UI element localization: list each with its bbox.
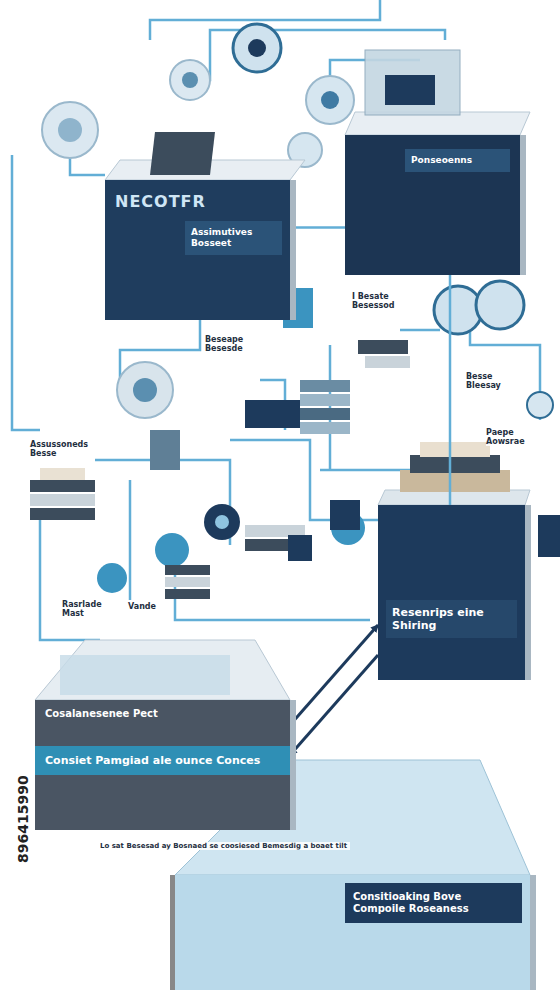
callout-text: I Besate Besessod bbox=[352, 292, 424, 310]
callout-text: Besse Bleesay bbox=[466, 372, 528, 390]
node-title: Consitioaking Bove Compoile Roseaness bbox=[345, 883, 522, 923]
base-slab: Consitioaking Bove Compoile Roseaness bbox=[175, 875, 530, 990]
watermark-number: 896415990 bbox=[15, 793, 31, 863]
callout-text: Lo sat Besesad ay Bosnaed se coosiesed B… bbox=[100, 842, 350, 850]
callout-text: Beseape Besesde bbox=[205, 335, 283, 353]
node-title: Cosalanesenee Pect bbox=[35, 700, 290, 724]
node-text: Assimutives Bosseet bbox=[185, 221, 282, 255]
callout-text: Vande bbox=[128, 602, 168, 611]
node-title: Ponseoenns bbox=[405, 149, 510, 172]
server-box: NECOTFR Assimutives Bosseet bbox=[105, 180, 290, 320]
flow-arrow bbox=[290, 655, 378, 755]
wire-connector bbox=[290, 226, 345, 229]
callout-text: Paepe Aowsrae bbox=[486, 428, 552, 446]
flow-arrow bbox=[290, 625, 378, 725]
node-title: NECOTFR bbox=[105, 180, 290, 217]
server-stacks bbox=[30, 288, 560, 695]
platform-block: Cosalanesenee PectConsiet Pamgiad ale ou… bbox=[35, 700, 290, 830]
callout-text: Rasrlade Mast bbox=[62, 600, 110, 618]
node-title: Resenrips eine Shiring bbox=[386, 600, 517, 638]
processing-box: Resenrips eine Shiring bbox=[378, 505, 525, 680]
callout-text: Assussoneds Besse bbox=[30, 440, 92, 458]
box-top-faces bbox=[35, 50, 530, 990]
node-text: Consiet Pamgiad ale ounce Conces bbox=[35, 746, 290, 775]
server-box: Ponseoenns bbox=[345, 135, 520, 275]
wire-connector bbox=[449, 275, 452, 505]
